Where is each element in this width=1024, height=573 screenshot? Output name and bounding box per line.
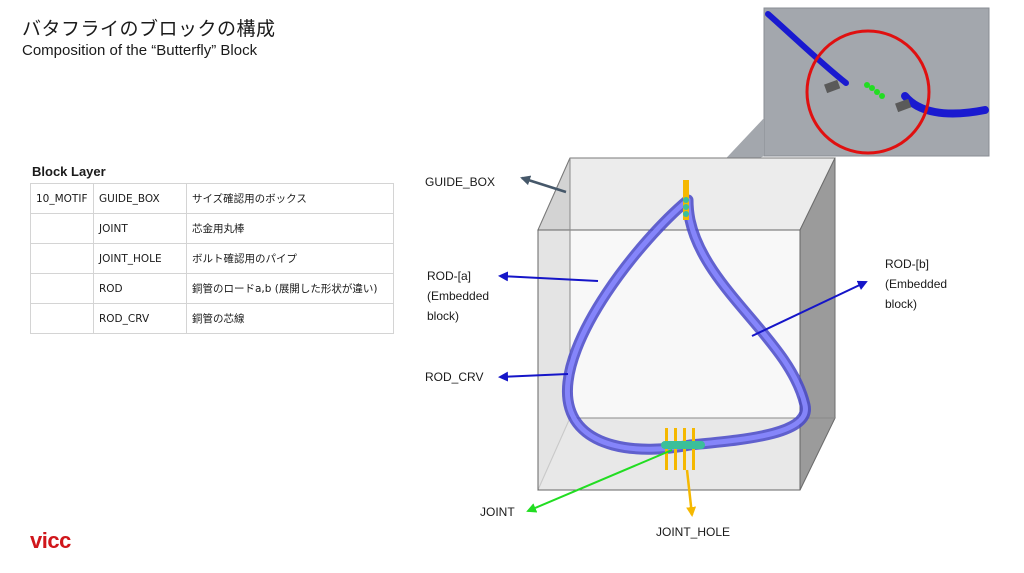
butterfly-rod <box>562 194 811 455</box>
label-rod-b-line3: block) <box>885 297 918 311</box>
label-rod-a-line1: ROD-[a] <box>427 269 472 283</box>
inset-joint-hole-right <box>895 98 912 113</box>
arrow-joint-hole <box>685 469 697 517</box>
layer-desc-cell: 銅管のロードa,b (展開した形状が違い) <box>186 273 394 304</box>
arrow-rod-crv <box>498 371 569 382</box>
inset-joint-hole-left <box>824 79 841 94</box>
page-title-en: Composition of the “Butterfly” Block <box>22 42 258 59</box>
arrow-guide-box <box>520 175 567 194</box>
joint-bottom <box>661 428 705 470</box>
layer-name-cell: JOINT_HOLE <box>93 243 187 274</box>
label-joint-hole: JOINT_HOLE <box>656 525 731 539</box>
block-layer-heading: Block Layer <box>32 164 106 179</box>
inset-rod-b <box>901 92 989 118</box>
label-joint: JOINT <box>480 505 515 519</box>
label-rod-a-line2: (Embedded <box>427 289 490 303</box>
label-rod-crv: ROD_CRV <box>425 370 484 384</box>
layer-desc-cell: 芯金用丸棒 <box>186 213 394 244</box>
inset-joint <box>864 82 885 99</box>
label-guide-box: GUIDE_BOX <box>425 175 496 189</box>
layer-name-cell: GUIDE_BOX <box>93 183 187 214</box>
layer-desc-cell: サイズ確認用のボックス <box>186 183 394 214</box>
joint-top <box>683 180 689 220</box>
label-rod-b-line1: ROD-[b] <box>885 257 930 271</box>
layer-name-cell: ROD <box>93 273 187 304</box>
arrow-rod-b <box>751 280 868 337</box>
label-rod-a-line3: block) <box>427 309 460 323</box>
arrow-rod-a <box>498 271 599 282</box>
inset-rod-a <box>765 11 849 86</box>
inset-highlight-circle <box>805 29 931 155</box>
vicc-logo: vicc <box>30 528 71 553</box>
layer-name-cell: JOINT <box>93 213 187 244</box>
layer-desc-cell: 銅管の芯線 <box>186 303 394 334</box>
label-rod-b-line2: (Embedded <box>885 277 948 291</box>
arrow-joint <box>526 449 673 513</box>
page-title-jp: バタフライのブロックの構成 <box>22 18 276 40</box>
layer-group-cell <box>30 213 94 244</box>
